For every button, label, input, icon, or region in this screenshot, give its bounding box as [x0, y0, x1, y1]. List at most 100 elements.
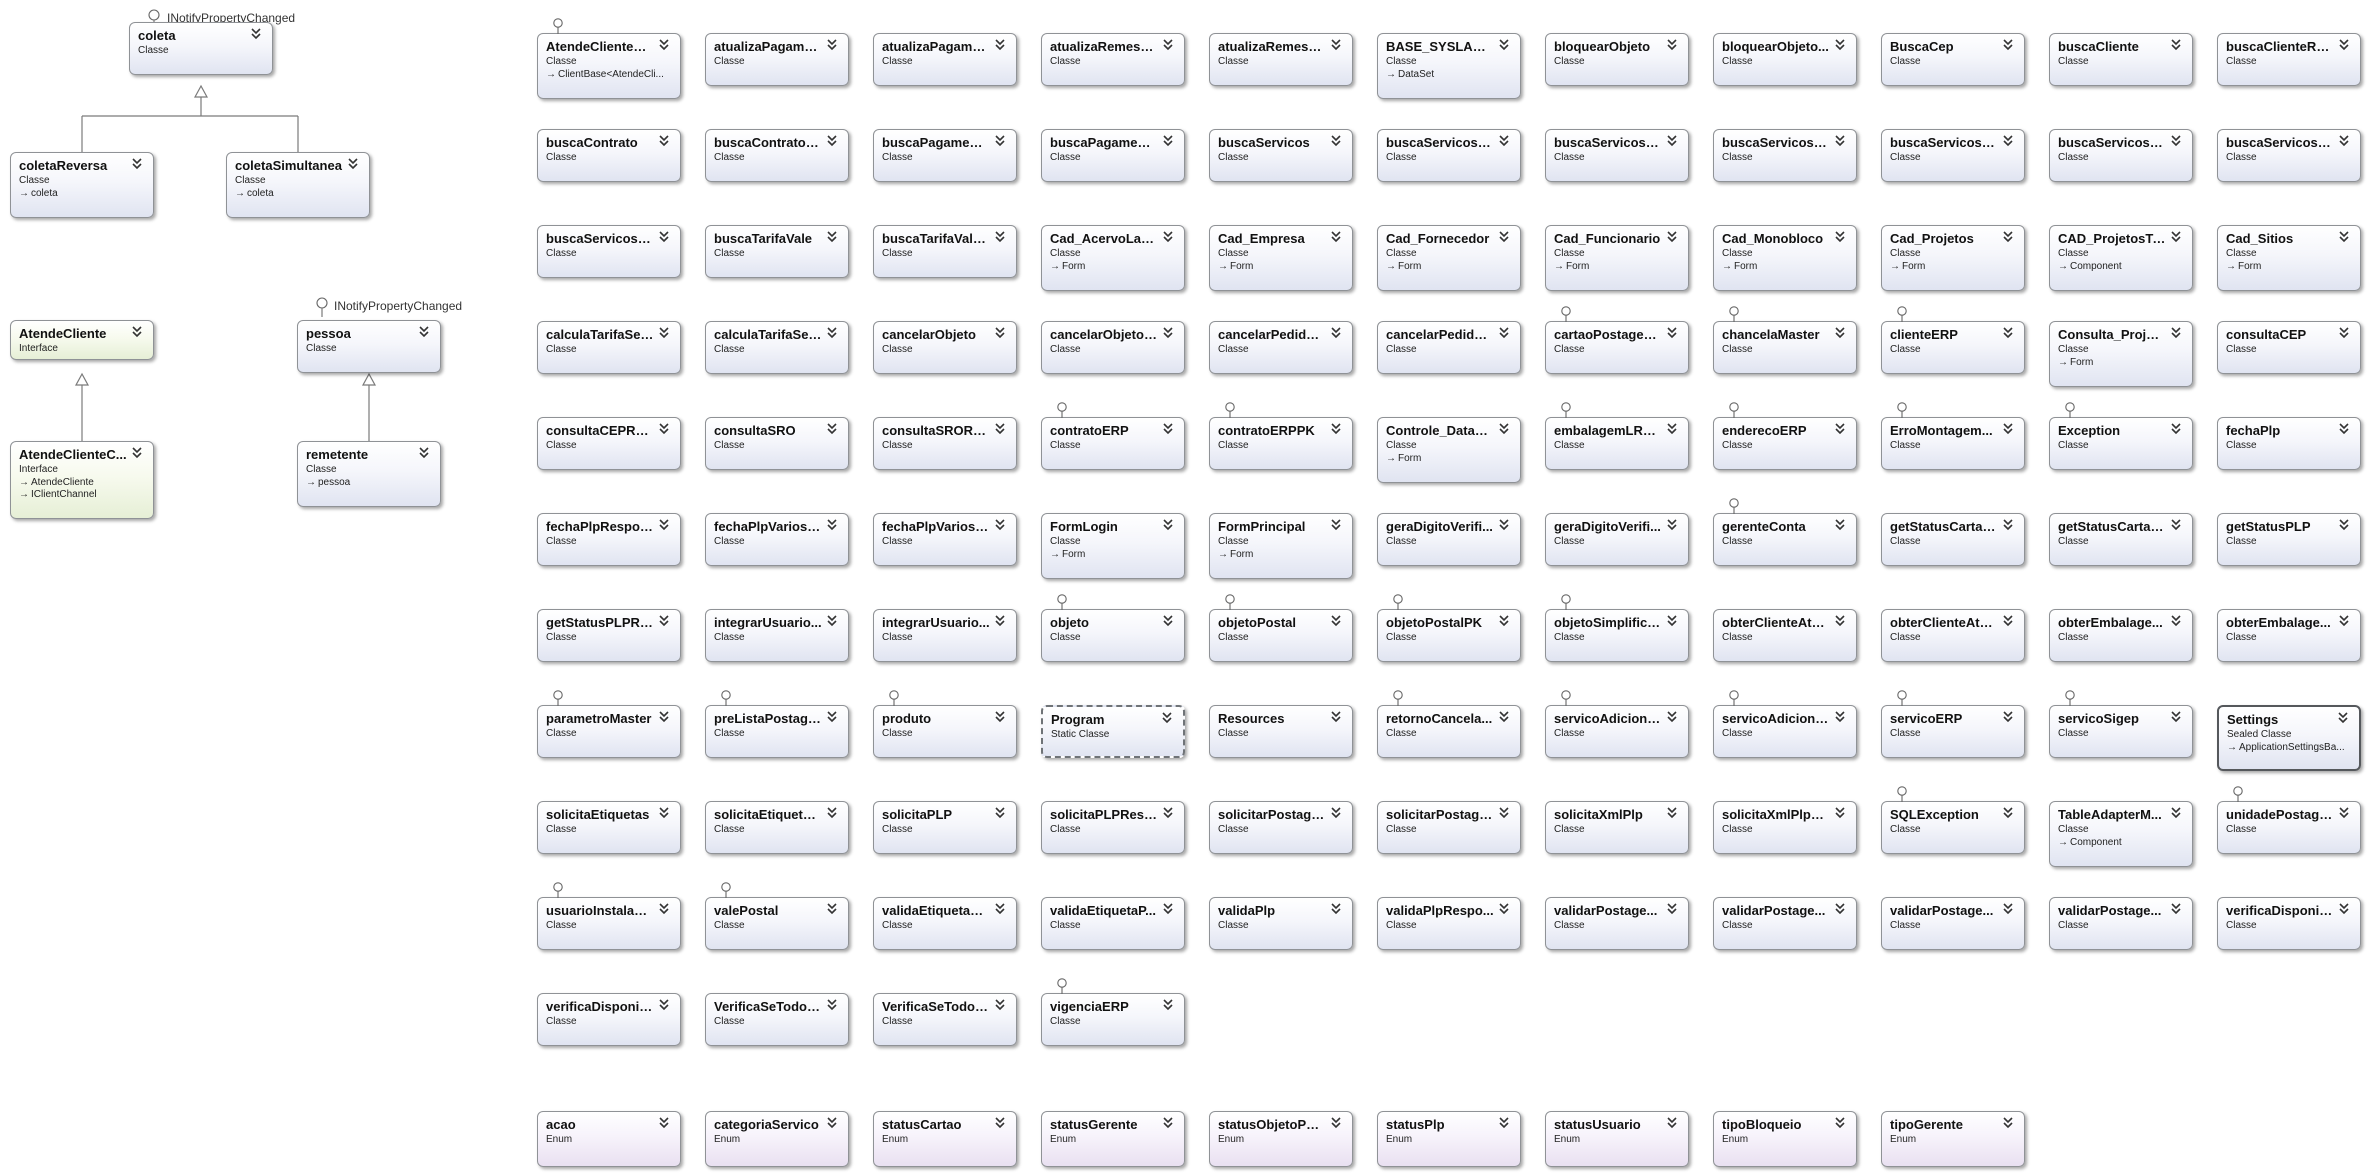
chevron-double-down-icon[interactable]: [1833, 805, 1847, 819]
chevron-double-down-icon[interactable]: [1161, 133, 1175, 147]
chevron-double-down-icon[interactable]: [2001, 325, 2015, 339]
chevron-double-down-icon[interactable]: [1161, 325, 1175, 339]
chevron-double-down-icon[interactable]: [993, 325, 1007, 339]
class-atualizaremessa[interactable]: atualizaRemessa...Classe: [1041, 33, 1185, 86]
chevron-double-down-icon[interactable]: [1329, 37, 1343, 51]
class-buscacontrator[interactable]: buscaContratoR...Classe: [705, 129, 849, 182]
chevron-double-down-icon[interactable]: [1329, 517, 1343, 531]
chevron-double-down-icon[interactable]: [249, 26, 263, 40]
class-calculatarifaser[interactable]: calculaTarifaSer...Classe: [705, 321, 849, 374]
interface-atendecliente[interactable]: AtendeCliente Interface: [10, 320, 154, 360]
chevron-double-down-icon[interactable]: [130, 445, 144, 459]
class-buscaservicosva[interactable]: buscaServicosVa...Classe: [2049, 129, 2193, 182]
chevron-double-down-icon[interactable]: [2336, 710, 2350, 724]
chevron-double-down-icon[interactable]: [1665, 709, 1679, 723]
class-solicitarpostage[interactable]: solicitarPostage...Classe: [1209, 801, 1353, 854]
class-getstatusplpre[interactable]: getStatusPLPRe...Classe: [537, 609, 681, 662]
chevron-double-down-icon[interactable]: [825, 805, 839, 819]
chevron-double-down-icon[interactable]: [993, 613, 1007, 627]
chevron-double-down-icon[interactable]: [1665, 613, 1679, 627]
chevron-double-down-icon[interactable]: [346, 156, 360, 170]
class-validarpostage[interactable]: validarPostage...Classe: [2049, 897, 2193, 950]
chevron-double-down-icon[interactable]: [1329, 229, 1343, 243]
chevron-double-down-icon[interactable]: [825, 133, 839, 147]
chevron-double-down-icon[interactable]: [2169, 133, 2183, 147]
class-remetente[interactable]: remetente Classe →pessoa: [297, 441, 441, 507]
chevron-double-down-icon[interactable]: [825, 1115, 839, 1129]
chevron-double-down-icon[interactable]: [1665, 1115, 1679, 1129]
chevron-double-down-icon[interactable]: [2169, 805, 2183, 819]
class-buscaclienteres[interactable]: buscaClienteRes...Classe: [2217, 33, 2361, 86]
chevron-double-down-icon[interactable]: [2169, 229, 2183, 243]
chevron-double-down-icon[interactable]: [1497, 709, 1511, 723]
chevron-double-down-icon[interactable]: [825, 325, 839, 339]
class-solicitaxmlplpr[interactable]: solicitaXmlPlpR...Classe: [1713, 801, 1857, 854]
class-consultacepres[interactable]: consultaCEPRes...Classe: [537, 417, 681, 470]
chevron-double-down-icon[interactable]: [1329, 421, 1343, 435]
chevron-double-down-icon[interactable]: [2169, 901, 2183, 915]
chevron-double-down-icon[interactable]: [1665, 805, 1679, 819]
chevron-double-down-icon[interactable]: [1161, 901, 1175, 915]
chevron-double-down-icon[interactable]: [2001, 421, 2015, 435]
chevron-double-down-icon[interactable]: [1161, 229, 1175, 243]
chevron-double-down-icon[interactable]: [1833, 1115, 1847, 1129]
chevron-double-down-icon[interactable]: [825, 613, 839, 627]
class-solicitarpostage[interactable]: solicitarPostage...Classe: [1377, 801, 1521, 854]
chevron-double-down-icon[interactable]: [1329, 133, 1343, 147]
chevron-double-down-icon[interactable]: [1665, 901, 1679, 915]
class-embalagemlrs[interactable]: embalagemLRS...Classe: [1545, 402, 1689, 470]
chevron-double-down-icon[interactable]: [1329, 613, 1343, 627]
chevron-double-down-icon[interactable]: [2001, 133, 2015, 147]
chevron-double-down-icon[interactable]: [2337, 517, 2351, 531]
class-buscaservicosa[interactable]: buscaServicosA...Classe: [1377, 129, 1521, 182]
chevron-double-down-icon[interactable]: [657, 421, 671, 435]
chevron-double-down-icon[interactable]: [1497, 229, 1511, 243]
class-buscapagament[interactable]: buscaPagament...Classe: [1041, 129, 1185, 182]
chevron-double-down-icon[interactable]: [2169, 421, 2183, 435]
chevron-double-down-icon[interactable]: [2001, 901, 2015, 915]
chevron-double-down-icon[interactable]: [2001, 613, 2015, 627]
chevron-double-down-icon[interactable]: [657, 517, 671, 531]
chevron-double-down-icon[interactable]: [1329, 709, 1343, 723]
chevron-double-down-icon[interactable]: [2337, 901, 2351, 915]
chevron-double-down-icon[interactable]: [1833, 229, 1847, 243]
chevron-double-down-icon[interactable]: [1497, 133, 1511, 147]
chevron-double-down-icon[interactable]: [657, 37, 671, 51]
class-buscaservicosa[interactable]: buscaServicosA...Classe: [1545, 129, 1689, 182]
chevron-double-down-icon[interactable]: [2169, 613, 2183, 627]
chevron-double-down-icon[interactable]: [993, 37, 1007, 51]
class-verificadisponib[interactable]: verificaDisponib...Classe: [2217, 897, 2361, 950]
class-integrarusuario[interactable]: integrarUsuario...Classe: [705, 609, 849, 662]
chevron-double-down-icon[interactable]: [2169, 325, 2183, 339]
class-buscaservicosva[interactable]: buscaServicosVa...Classe: [1881, 129, 2025, 182]
chevron-double-down-icon[interactable]: [993, 901, 1007, 915]
class-buscapagament[interactable]: buscaPagament...Classe: [873, 129, 1017, 182]
chevron-double-down-icon[interactable]: [2337, 805, 2351, 819]
chevron-double-down-icon[interactable]: [1161, 997, 1175, 1011]
chevron-double-down-icon[interactable]: [1497, 517, 1511, 531]
